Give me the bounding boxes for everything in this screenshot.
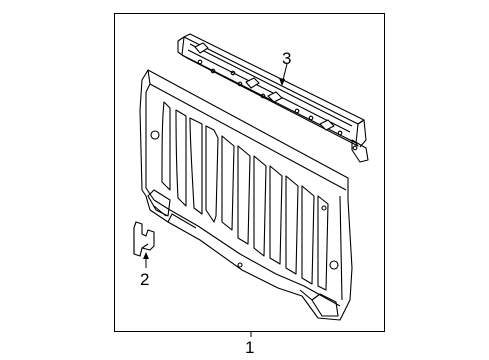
header-rail: [177, 33, 369, 163]
diagram-frame: [114, 13, 385, 332]
back-panel: [139, 69, 353, 321]
callout-2: 2: [140, 270, 150, 289]
callout-3: 3: [282, 49, 292, 68]
leader-arrow-2: [143, 252, 149, 259]
leader-arrow-3: [279, 78, 285, 86]
bracket: [133, 221, 155, 257]
callout-1: 1: [245, 338, 255, 357]
